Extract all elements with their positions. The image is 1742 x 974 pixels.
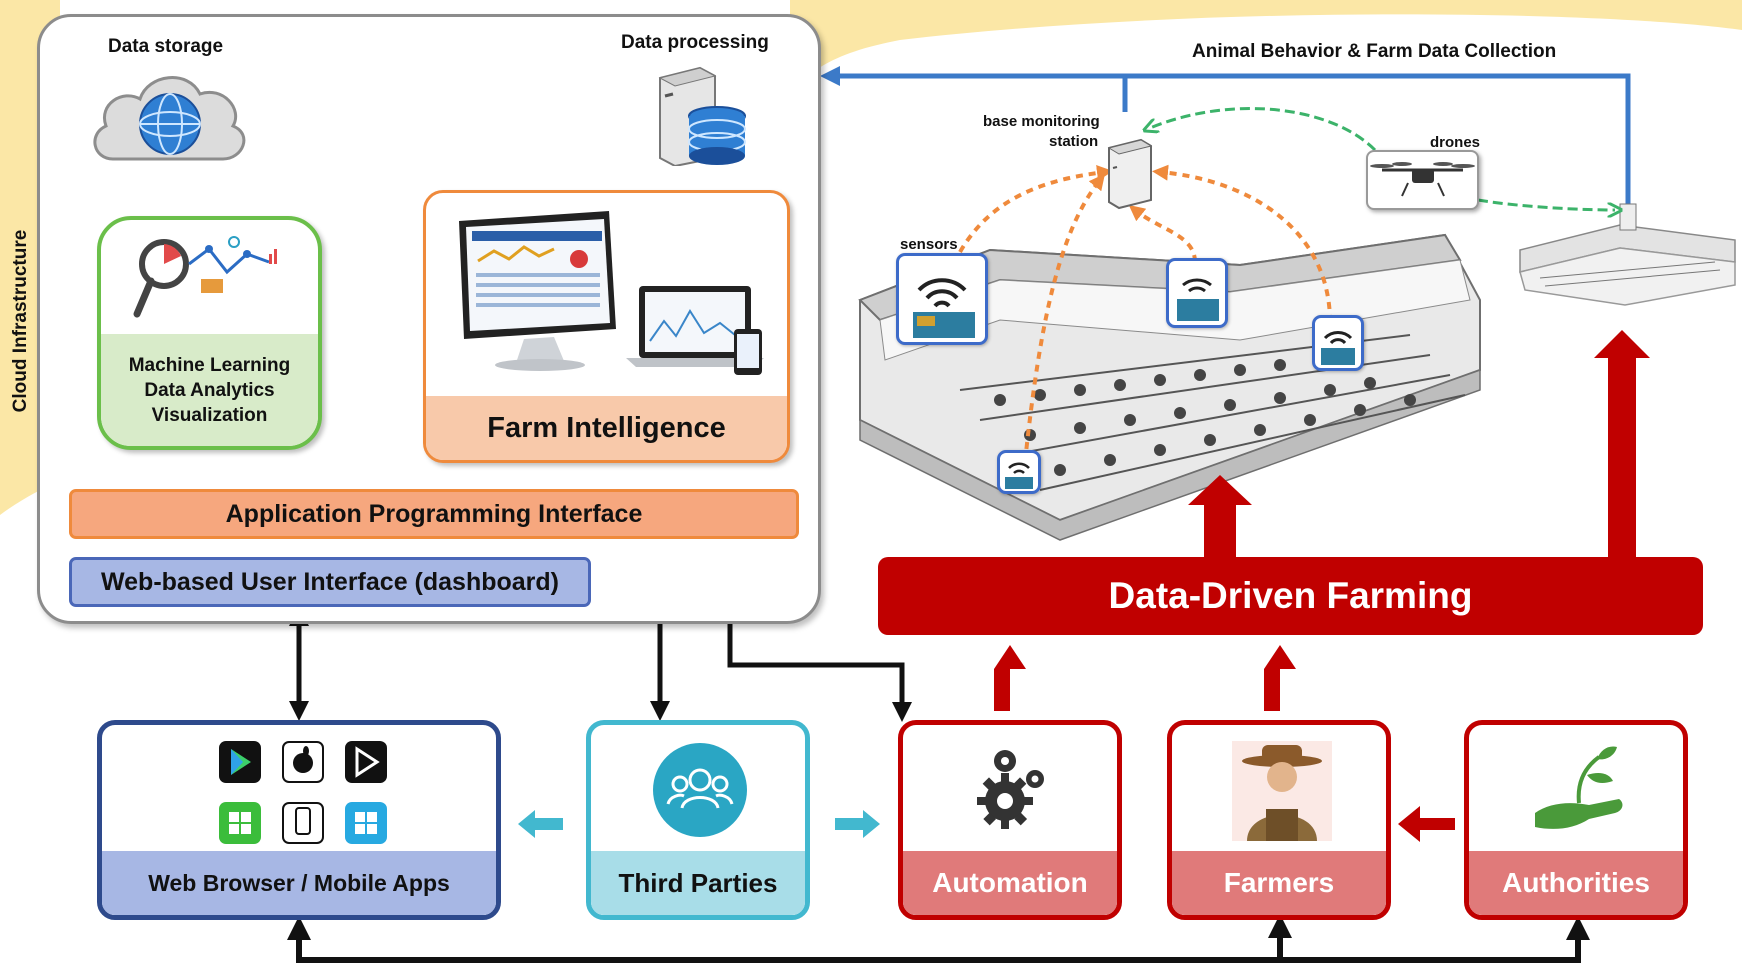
barn-small-illustration [1519,203,1736,306]
base-station-label-2: station [1049,133,1099,150]
server-database-icon [658,66,746,166]
side-label-cloud-infrastructure: Cloud Infrastructure [10,229,31,413]
analytics-magnifier-icon [133,236,277,318]
red-arrow-automation [994,645,1026,711]
ml-line-visualization: Visualization [151,404,268,426]
collection-title: Animal Behavior & Farm Data Collection [1192,41,1557,62]
drone-link-barn [1477,198,1615,210]
base-station-icon [1107,138,1153,210]
machine-learning-box: Machine Learning Data Analytics Visualiz… [97,216,322,450]
cloud-storage-icon [93,76,246,161]
drones-label: drones [1430,134,1481,151]
card-farmers: Farmers [1167,720,1391,920]
play-store-dark-icon [345,741,387,783]
sensor-link-2 [1023,173,1105,463]
sensor-node-3 [1312,315,1364,371]
sensor-node-1 [896,253,988,345]
farmer-icon [1232,741,1332,841]
farm-intelligence-box: Farm Intelligence [423,190,790,463]
sensors-label: sensors [900,236,958,253]
card-authorities: Authorities [1464,720,1688,920]
barn-illustration [858,233,1481,541]
data-storage-label: Data storage [108,36,224,57]
teal-arrow-left [518,810,563,838]
dashboard-devices-icon [459,211,764,375]
drone-icon [1370,162,1475,197]
red-arrow-authorities-farmers [1398,806,1455,842]
data-processing-label: Data processing [621,32,769,53]
drone-box [1366,150,1479,210]
sensor-link-1 [958,165,1113,254]
base-station-label-1: base monitoring [983,113,1100,130]
gears-icon [977,750,1044,829]
wifi-sensor-icon [913,278,975,338]
iphone-app-store-icon [282,802,324,844]
red-arrow-ddf-barn-small [1594,330,1650,557]
wifi-sensor-icon [1177,278,1219,321]
wifi-sensor-icon [1005,462,1033,489]
ml-label-block: Machine Learning Data Analytics Visualiz… [101,334,318,446]
windows-phone-icon [345,802,387,844]
third-parties-label: Third Parties [591,851,805,915]
web-ui-bar: Web-based User Interface (dashboard) [69,557,591,607]
red-arrow-farmers [1264,645,1296,711]
sensor-node-4 [997,450,1041,494]
api-bar: Application Programming Interface [69,489,799,539]
app-store-icon [282,741,324,783]
windows-store-icon [219,802,261,844]
arrow-bottom-bus [287,916,1590,963]
hand-plant-icon [1535,746,1623,829]
ml-line-machine-learning: Machine Learning [128,354,291,376]
red-arrow-ddf-barn [1188,475,1252,557]
data-driven-farming-bar: Data-Driven Farming [878,557,1703,635]
data-collection-line [820,66,1631,205]
card-third-parties: Third Parties [586,720,810,920]
farmers-label: Farmers [1172,851,1386,915]
wifi-sensor-icon [1321,331,1355,365]
card-automation: Automation [898,720,1122,920]
drone-link-station [1150,107,1377,152]
google-play-icon [219,741,261,783]
sensor-link-3 [1128,205,1197,263]
automation-label: Automation [903,851,1117,915]
ml-line-data-analytics: Data Analytics [144,379,275,401]
farm-intelligence-label: Farm Intelligence [426,396,787,460]
sensor-node-2 [1166,258,1228,328]
card-web-mobile: Web Browser / Mobile Apps [97,720,501,920]
authorities-label: Authorities [1469,851,1683,915]
group-people-icon [653,743,747,837]
web-mobile-label: Web Browser / Mobile Apps [102,851,496,915]
cloud-infrastructure-blob [0,0,1742,100]
teal-arrow-right [835,810,880,838]
sensor-link-4 [1152,164,1332,323]
